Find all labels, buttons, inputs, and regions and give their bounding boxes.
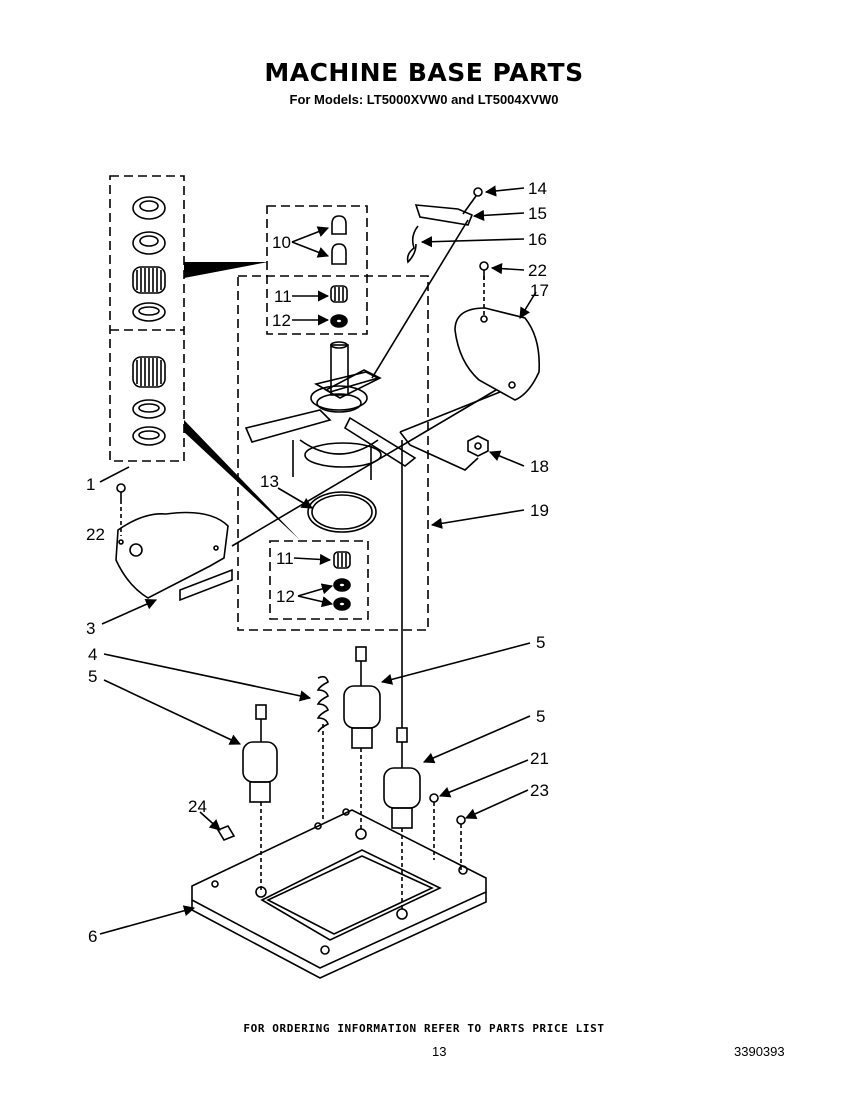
document-number: 3390393 — [734, 1044, 785, 1059]
callout-1: 1 — [86, 475, 95, 494]
callout-4: 4 — [88, 645, 97, 664]
callout-19: 19 — [530, 501, 549, 520]
suspension-leg-mid — [343, 646, 381, 830]
callout-15: 15 — [528, 204, 547, 223]
callout-16: 16 — [528, 230, 547, 249]
upper-bearing-box — [266, 205, 368, 335]
callout-10: 10 — [272, 233, 291, 252]
model-subtitle: For Models: LT5000XVW0 and LT5004XVW0 — [289, 92, 559, 107]
machine-base-plate — [191, 808, 487, 979]
callout-22-right: 22 — [528, 261, 547, 280]
callout-6: 6 — [88, 927, 97, 946]
callout-5-right: 5 — [536, 707, 545, 726]
callout-21: 21 — [530, 749, 549, 768]
callout-11-lower: 11 — [276, 549, 294, 568]
callout-13: 13 — [260, 472, 279, 491]
lower-bearing-box — [269, 540, 369, 620]
callout-17: 17 — [530, 281, 549, 300]
callout-5-mid: 5 — [536, 633, 545, 652]
callout-12-upper: 12 — [272, 311, 291, 330]
callout-labels: 1 22 3 4 5 6 10 11 12 13 11 12 14 15 16 … — [86, 179, 549, 946]
callout-22-left: 22 — [86, 525, 105, 544]
callout-23: 23 — [530, 781, 549, 800]
callout-12-lower: 12 — [276, 587, 295, 606]
callout-24: 24 — [188, 797, 207, 816]
bearing-kit-box — [109, 175, 185, 462]
callout-18: 18 — [530, 457, 549, 476]
suspension-leg-left — [242, 704, 278, 890]
kit-pointer-bottom — [184, 420, 300, 540]
callout-14: 14 — [528, 179, 547, 198]
suspension-leg-right — [383, 440, 421, 910]
callout-11-upper: 11 — [274, 287, 292, 306]
page-number: 13 — [432, 1044, 447, 1059]
callout-5-left: 5 — [88, 667, 97, 686]
callout-3: 3 — [86, 619, 95, 638]
page-title: MACHINE BASE PARTS — [264, 58, 584, 87]
kit-pointer-top — [184, 262, 268, 278]
ordering-note: FOR ORDERING INFORMATION REFER TO PARTS … — [243, 1022, 605, 1035]
